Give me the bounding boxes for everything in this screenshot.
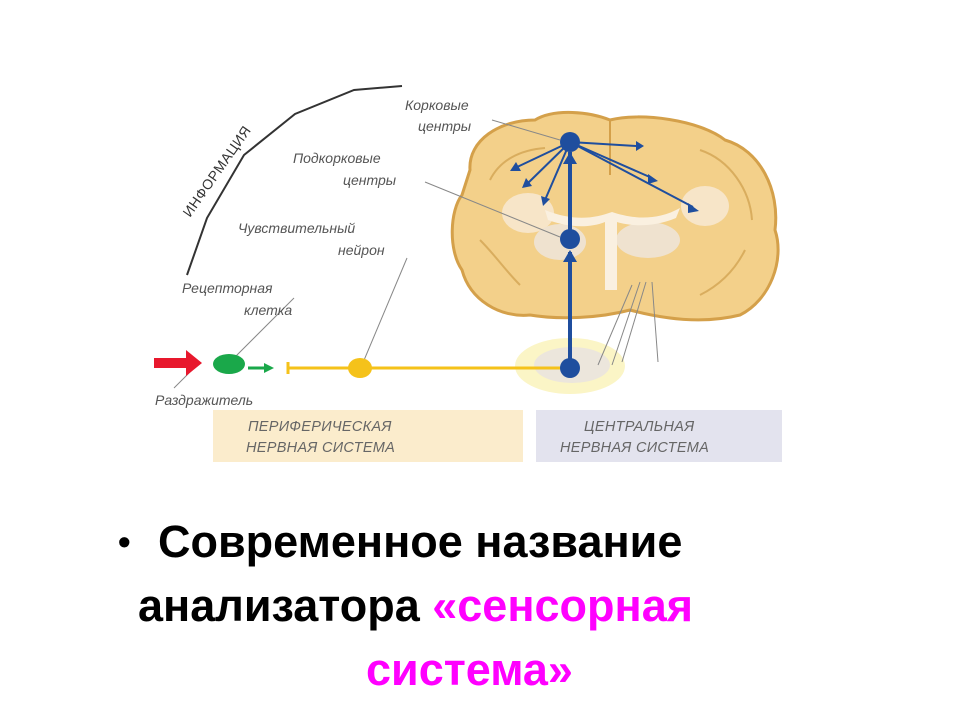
peripheral-box-label-line1: ПЕРИФЕРИЧЕСКАЯ [248, 419, 392, 435]
peripheral-nervous-system-box [213, 410, 523, 462]
bullet-text-block: • Современное название анализатора «сенс… [118, 510, 938, 702]
central-nervous-system-box [536, 410, 782, 462]
label-stimulus: Раздражитель [155, 392, 253, 408]
label-sensory-neuron-line2: нейрон [338, 242, 385, 258]
stimulus-arrow [154, 350, 202, 376]
cortical-neuron [560, 132, 580, 152]
information-arc [186, 85, 403, 276]
bullet-line-2-accent: «сенсорная [432, 580, 693, 631]
label-receptor-cell-line2: клетка [244, 302, 292, 318]
receptor-arrow-head [264, 363, 274, 373]
central-box-label-line2: НЕРВНАЯ СИСТЕМА [560, 440, 709, 456]
pointer-lines [173, 119, 659, 389]
label-receptor-cell-line1: Рецепторная [182, 280, 273, 296]
sensory-neuron-body [348, 358, 372, 378]
bullet-point: • [118, 521, 131, 562]
label-cortical-centers-line2: центры [418, 118, 472, 134]
information-label: ИНФОРМАЦИЯ [179, 123, 254, 220]
brain [450, 110, 780, 322]
bullet-line-2: анализатора «сенсорная [118, 574, 938, 638]
label-subcortical-centers-line1: Подкорковые [293, 150, 381, 166]
sensory-system-diagram: ПЕРИФЕРИЧЕСКАЯ НЕРВНАЯ СИСТЕМА ЦЕНТРАЛЬН… [154, 85, 782, 462]
bullet-line-1: Современное название [158, 516, 683, 567]
cortical-projections [514, 141, 694, 208]
cortical-projection-arrowheads [510, 141, 699, 213]
central-box-label-line1: ЦЕНТРАЛЬНАЯ [584, 419, 694, 435]
arrowhead-to-cortical [563, 152, 577, 164]
bullet-line-2-plain: анализатора [138, 580, 433, 631]
label-sensory-neuron-line1: Чувствительный [238, 220, 355, 236]
arrowhead-to-subcortical [563, 250, 577, 262]
spinal-neuron [560, 358, 580, 378]
subcortical-neuron [560, 229, 580, 249]
label-subcortical-centers-line2: центры [343, 172, 397, 188]
bullet-line-3: система» [366, 644, 573, 695]
receptor-cell [213, 354, 245, 374]
label-cortical-centers-line1: Корковые [405, 97, 469, 113]
peripheral-box-label-line2: НЕРВНАЯ СИСТЕМА [246, 440, 395, 456]
